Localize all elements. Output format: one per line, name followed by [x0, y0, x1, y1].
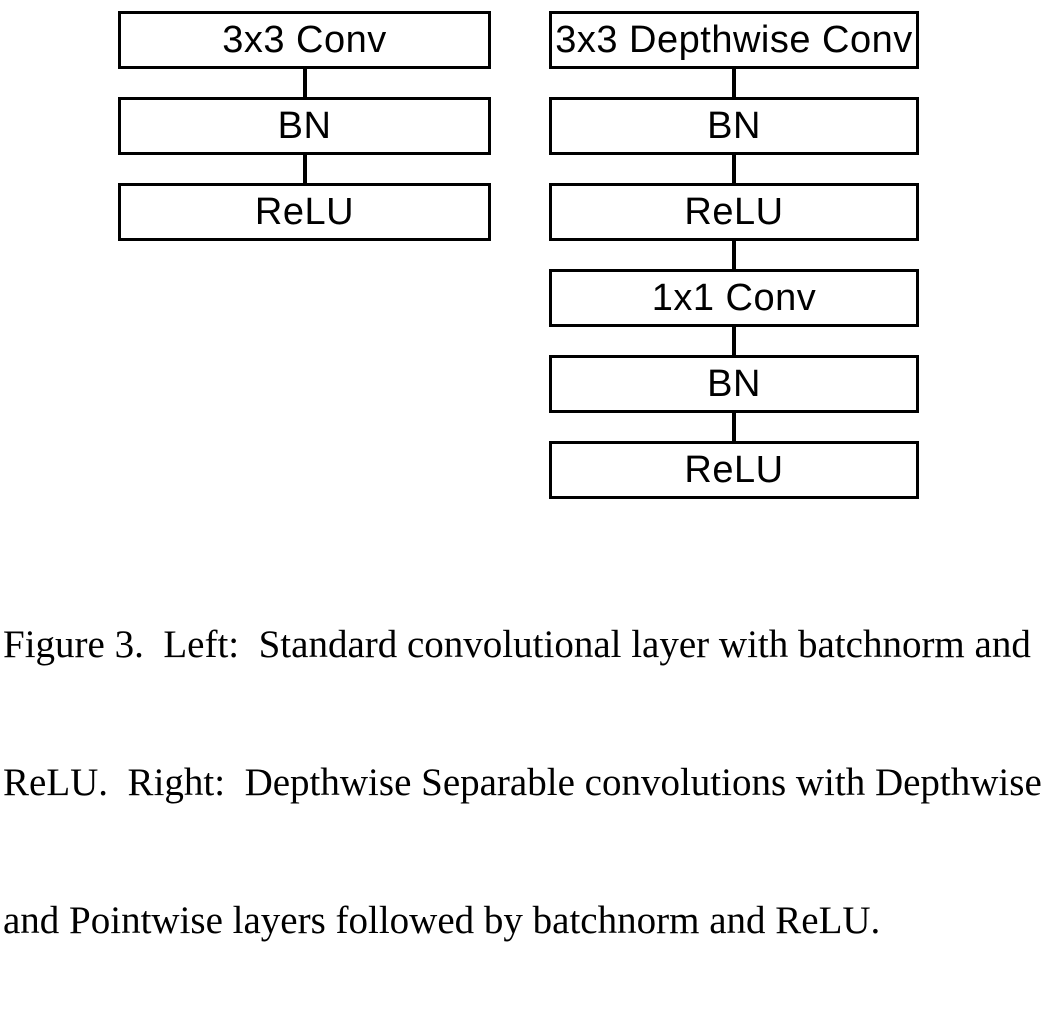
connector-line: [732, 327, 736, 355]
layer-box-3x3-conv: 3x3 Conv: [118, 11, 491, 69]
connector-line: [732, 69, 736, 97]
layer-box-bn: BN: [549, 97, 919, 155]
conv-block-diagram: 3x3 Conv BN ReLU 3x3 Depthwise Conv BN R…: [0, 0, 1050, 510]
layer-box-bn: BN: [118, 97, 491, 155]
connector-line: [732, 155, 736, 183]
connector-line: [302, 69, 307, 97]
figure-caption: Figure 3. Left: Standard convolutional l…: [3, 530, 1042, 1036]
layer-box-1x1-conv: 1x1 Conv: [549, 269, 919, 327]
standard-conv-column: 3x3 Conv BN ReLU: [118, 11, 491, 241]
layer-box-3x3-depthwise-conv: 3x3 Depthwise Conv: [549, 11, 919, 69]
depthwise-separable-column: 3x3 Depthwise Conv BN ReLU 1x1 Conv BN R…: [549, 11, 919, 499]
caption-line-1: Figure 3. Left: Standard convolutional l…: [3, 623, 1031, 666]
connector-line: [732, 413, 736, 441]
connector-line: [732, 241, 736, 269]
connector-line: [302, 155, 307, 183]
layer-box-relu: ReLU: [118, 183, 491, 241]
caption-line-2: ReLU. Right: Depthwise Separable convolu…: [3, 761, 1042, 804]
layer-box-bn: BN: [549, 355, 919, 413]
layer-box-relu: ReLU: [549, 441, 919, 499]
caption-line-3: and Pointwise layers followed by batchno…: [3, 899, 881, 942]
layer-box-relu: ReLU: [549, 183, 919, 241]
